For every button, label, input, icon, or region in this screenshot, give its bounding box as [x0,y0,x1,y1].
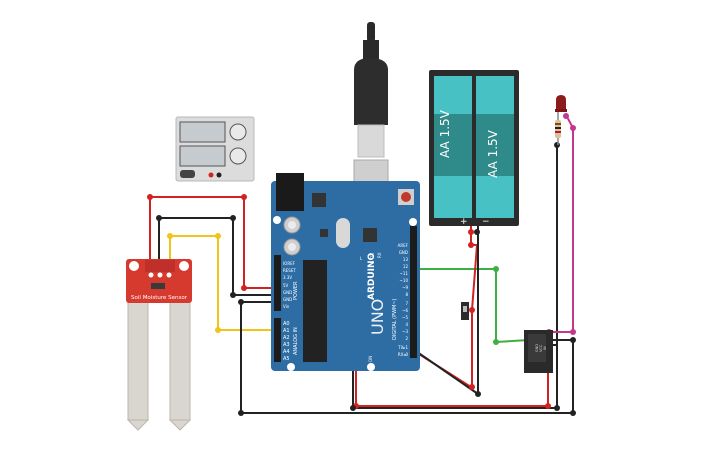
svg-text:RX◂0: RX◂0 [398,352,409,357]
soil-moisture-sensor[interactable]: Soil Moisture Sensor [126,259,192,431]
slide-switch[interactable] [461,302,469,320]
arduino-on-label: ON [368,356,373,362]
arduino-power-header [274,255,281,311]
arduino-digital-header [410,226,417,358]
svg-text:A5: A5 [283,356,290,362]
resistor[interactable] [555,112,561,145]
svg-text:A3: A3 [283,342,290,348]
relay-pin-gnd-label: GND [535,344,539,352]
arduino-l-label: L [360,256,363,261]
soil-sensor-label: Soil Moisture Sensor [131,295,188,301]
svg-text:AREF: AREF [398,243,409,248]
svg-text:~3: ~3 [402,329,408,334]
svg-text:A2: A2 [283,335,290,341]
svg-text:Vin: Vin [283,304,290,309]
arduino-uno-board[interactable]: ARDUINO UNO POWER ANALOG IN DIGITAL (PWM… [271,173,420,371]
battery-plus-mark: + [460,217,468,227]
svg-text:5V: 5V [283,283,289,288]
svg-text:~9: ~9 [402,285,408,290]
svg-text:~6: ~6 [402,308,408,313]
arduino-analog-header-label: ANALOG IN [293,327,299,355]
svg-text:~5: ~5 [402,315,408,320]
svg-text:4: 4 [405,322,408,327]
arduino-reset-button[interactable] [401,192,411,202]
power-supply-knob-2[interactable] [229,147,247,165]
svg-text:A4: A4 [283,349,290,355]
arduino-tx-label: TX [370,253,375,259]
arduino-power-header-label: POWER [293,281,299,300]
arduino-digital-pin-labels: AREF GND 13 12 ~11 ~10 ~9 8 7 ~6 ~5 4 ~3… [397,243,408,357]
svg-text:2: 2 [405,336,408,341]
svg-text:7: 7 [405,301,408,306]
svg-text:GND: GND [399,250,408,255]
svg-text:IOREF: IOREF [283,261,296,266]
svg-text:RESET: RESET [283,268,296,273]
power-supply[interactable] [175,116,255,182]
svg-text:~10: ~10 [400,278,409,283]
arduino-model-label: UNO [368,299,387,335]
svg-text:GND: GND [283,290,292,295]
svg-text:3.3V: 3.3V [283,275,292,280]
svg-text:GND: GND [283,297,292,302]
arduino-analog-pin-labels: A0 A1 A2 A3 A4 A5 [283,321,290,362]
arduino-digital-header-label: DIGITAL (PWM~) [392,298,398,340]
arduino-analog-header [274,318,281,362]
wire-green-relay-in[interactable] [412,268,530,343]
svg-text:12: 12 [403,264,409,269]
wire-magenta-led[interactable] [549,114,574,333]
power-supply-display-1 [179,121,226,143]
svg-text:A0: A0 [283,321,290,327]
arduino-power-pin-labels: IOREF RESET 3.3V 5V GND GND Vin [283,261,296,309]
arduino-atmega-chip [303,260,327,362]
battery-minus-mark: − [482,217,490,227]
usb-cable[interactable] [353,22,389,209]
svg-text:8: 8 [405,292,408,297]
arduino-rx-label: RX [377,252,382,258]
wire-black-gnd-bottom[interactable] [240,301,574,414]
battery-pack[interactable]: AA 1.5V AA 1.5V + − [429,70,519,227]
relay-pin-vcc-label: VCC [539,344,543,352]
svg-text:TX▸1: TX▸1 [397,345,408,350]
power-supply-display-2 [179,145,226,167]
relay-module[interactable]: GND VCC IN [524,330,553,373]
led-red[interactable] [555,95,567,112]
arduino-brand-label: ARDUINO [367,252,377,300]
relay-pin-in-label: IN [543,346,547,350]
svg-text:13: 13 [403,257,409,262]
svg-text:A1: A1 [283,328,290,334]
battery-cell-1-label: AA 1.5V [438,109,452,158]
power-supply-knob-1[interactable] [229,123,247,141]
arduino-power-jack [276,173,304,211]
battery-cell-2-label: AA 1.5V [486,129,500,178]
svg-text:~11: ~11 [400,271,409,276]
